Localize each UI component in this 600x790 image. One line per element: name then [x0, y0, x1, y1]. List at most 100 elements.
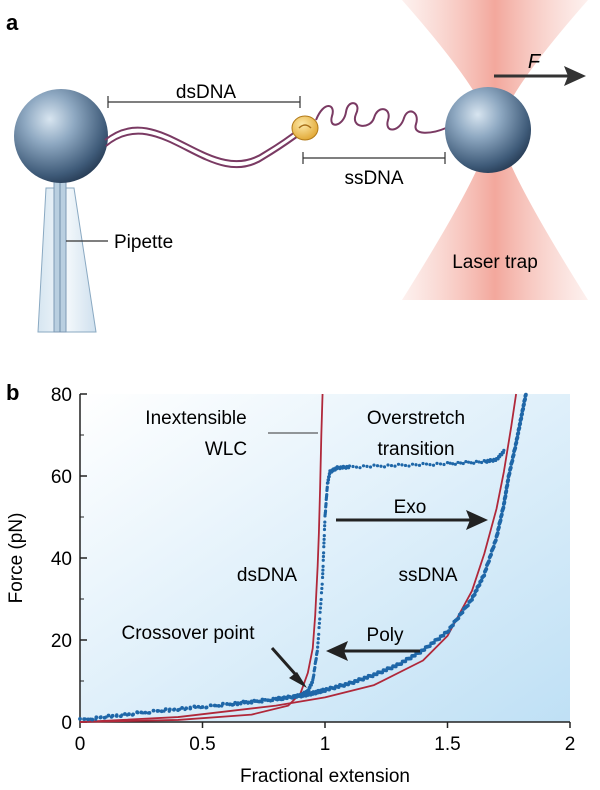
- data-point: [131, 712, 135, 717]
- data-point: [309, 683, 313, 687]
- data-point: [90, 717, 95, 722]
- data-point: [127, 712, 131, 717]
- data-point: [389, 463, 394, 468]
- data-point: [139, 710, 144, 715]
- data-point: [315, 649, 319, 653]
- data-point: [98, 715, 103, 720]
- data-point: [147, 710, 152, 715]
- data-point: [351, 464, 355, 469]
- data-point: [470, 597, 474, 602]
- dsdna-label: dsDNA: [176, 82, 237, 103]
- data-point: [268, 698, 273, 703]
- data-point: [208, 703, 213, 708]
- data-point: [316, 636, 320, 641]
- x-tick-label: 0.5: [189, 734, 215, 755]
- data-point: [316, 645, 320, 649]
- data-point: [196, 704, 201, 709]
- data-point: [216, 703, 221, 708]
- annotation-inextensible: Inextensible: [145, 408, 246, 429]
- data-point: [407, 464, 411, 468]
- data-point: [322, 551, 326, 555]
- data-point: [513, 445, 518, 450]
- data-point: [516, 431, 521, 435]
- data-point: [431, 463, 436, 467]
- data-point: [477, 583, 482, 587]
- data-point: [184, 706, 189, 711]
- data-point: [456, 460, 460, 465]
- dsdna-strand: [104, 126, 302, 169]
- y-tick-label: 80: [51, 385, 72, 406]
- data-point: [479, 578, 484, 583]
- data-point: [386, 463, 390, 467]
- data-point: [319, 597, 323, 602]
- data-point: [524, 392, 528, 397]
- data-point: [438, 462, 443, 466]
- data-point: [510, 458, 515, 463]
- series-3-points: [78, 392, 528, 722]
- data-point: [461, 461, 465, 466]
- data-point: [472, 592, 477, 597]
- data-point: [249, 700, 254, 705]
- ssdna-bracket: [302, 152, 446, 164]
- data-point: [517, 425, 522, 430]
- data-point: [320, 582, 324, 586]
- data-point: [238, 701, 243, 706]
- data-point: [188, 706, 193, 711]
- data-point: [318, 606, 323, 610]
- data-point: [82, 717, 86, 722]
- x-tick-label: 2: [565, 734, 576, 755]
- data-point: [466, 460, 471, 464]
- data-point: [410, 462, 415, 466]
- data-point: [135, 710, 140, 715]
- data-point: [325, 493, 329, 497]
- data-point: [143, 710, 148, 715]
- data-point: [78, 717, 82, 721]
- data-point: [200, 705, 205, 709]
- data-point: [453, 462, 457, 466]
- exo-arrow-head: [466, 510, 488, 530]
- data-point: [163, 707, 168, 712]
- force-label: F: [528, 51, 542, 73]
- series-1-line: [79, 393, 517, 723]
- panel-a-letter: a: [6, 10, 19, 35]
- data-point: [318, 610, 322, 614]
- series-layer: [78, 392, 528, 723]
- data-point: [474, 588, 479, 593]
- data-point: [466, 603, 470, 608]
- data-point: [322, 534, 326, 538]
- data-point: [212, 703, 217, 708]
- data-point: [94, 715, 99, 720]
- data-point: [456, 616, 461, 621]
- data-point: [159, 709, 164, 714]
- annotation-poly: Poly: [367, 625, 404, 646]
- data-point: [503, 494, 508, 499]
- annotation-exo: Exo: [394, 497, 427, 518]
- data-point: [326, 481, 330, 485]
- data-point: [319, 591, 324, 595]
- data-point: [504, 489, 509, 493]
- right-bead: [445, 87, 531, 173]
- data-point: [321, 564, 325, 568]
- data-point: [317, 632, 321, 636]
- annotation-crossover: Crossover point: [121, 623, 255, 644]
- data-point: [322, 527, 327, 532]
- data-point: [167, 707, 172, 712]
- data-point: [324, 502, 328, 506]
- data-point: [448, 461, 452, 465]
- data-point: [118, 714, 123, 719]
- series-0-line: [79, 393, 324, 723]
- data-point: [522, 402, 526, 407]
- y-tick-label: 20: [51, 631, 72, 652]
- data-point: [323, 520, 327, 524]
- x-tick-label: 0: [75, 734, 86, 755]
- data-point: [491, 544, 496, 549]
- data-point: [484, 567, 489, 571]
- data-point: [499, 512, 504, 517]
- data-point: [320, 586, 324, 591]
- data-point: [393, 464, 397, 468]
- data-point: [318, 617, 322, 621]
- data-point: [472, 461, 476, 465]
- annotation-transition: transition: [377, 439, 454, 460]
- data-point: [114, 714, 119, 718]
